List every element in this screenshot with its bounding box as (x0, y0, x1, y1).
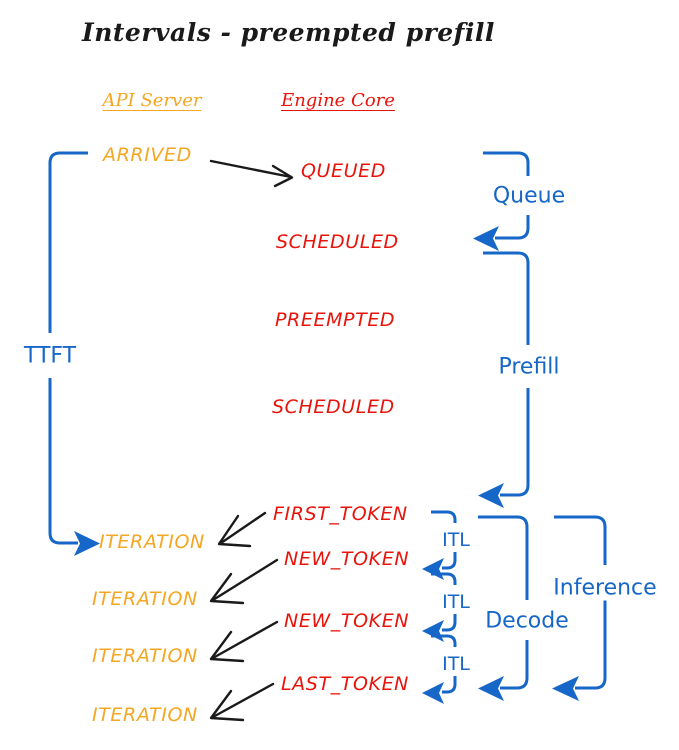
event-new-token-1: NEW_TOKEN (284, 548, 410, 570)
event-iteration-1: ITERATION (99, 531, 205, 553)
event-iteration-3: ITERATION (92, 645, 198, 667)
event-iteration-2: ITERATION (92, 588, 198, 610)
interval-bracket-prefill (478, 251, 530, 508)
event-queued: QUEUED (301, 160, 387, 182)
interval-label-itl-3: ITL (438, 653, 474, 675)
lane-header-engine-core: Engine Core (281, 90, 395, 111)
event-scheduled-1: SCHEDULED (276, 231, 399, 253)
event-scheduled-2: SCHEDULED (272, 396, 395, 418)
event-first-token: FIRST_TOKEN (273, 503, 408, 525)
interval-label-decode: Decode (481, 608, 573, 634)
event-new-token-2: NEW_TOKEN (284, 610, 410, 632)
event-preempted: PREEMPTED (275, 309, 396, 331)
page-title: Intervals - preempted prefill (82, 18, 495, 47)
interval-label-ttft: TTFT (19, 343, 81, 369)
arrow-first-token-to-iteration-1 (217, 511, 267, 548)
event-arrived: ARRIVED (103, 144, 192, 166)
arrow-new-token-2-to-iteration-3 (209, 620, 279, 663)
interval-label-prefill: Prefill (494, 354, 564, 380)
lane-header-api-server: API Server (102, 90, 202, 111)
interval-label-itl-1: ITL (438, 529, 474, 551)
arrow-last-token-to-iteration-4 (209, 682, 275, 722)
interval-label-itl-2: ITL (438, 591, 474, 613)
event-last-token: LAST_TOKEN (281, 673, 409, 695)
interval-label-queue: Queue (488, 183, 570, 209)
arrow-arrived-to-queued (209, 159, 294, 188)
event-iteration-4: ITERATION (92, 704, 198, 726)
arrow-new-token-1-to-iteration-2 (209, 558, 279, 605)
interval-label-inference: Inference (549, 575, 661, 601)
